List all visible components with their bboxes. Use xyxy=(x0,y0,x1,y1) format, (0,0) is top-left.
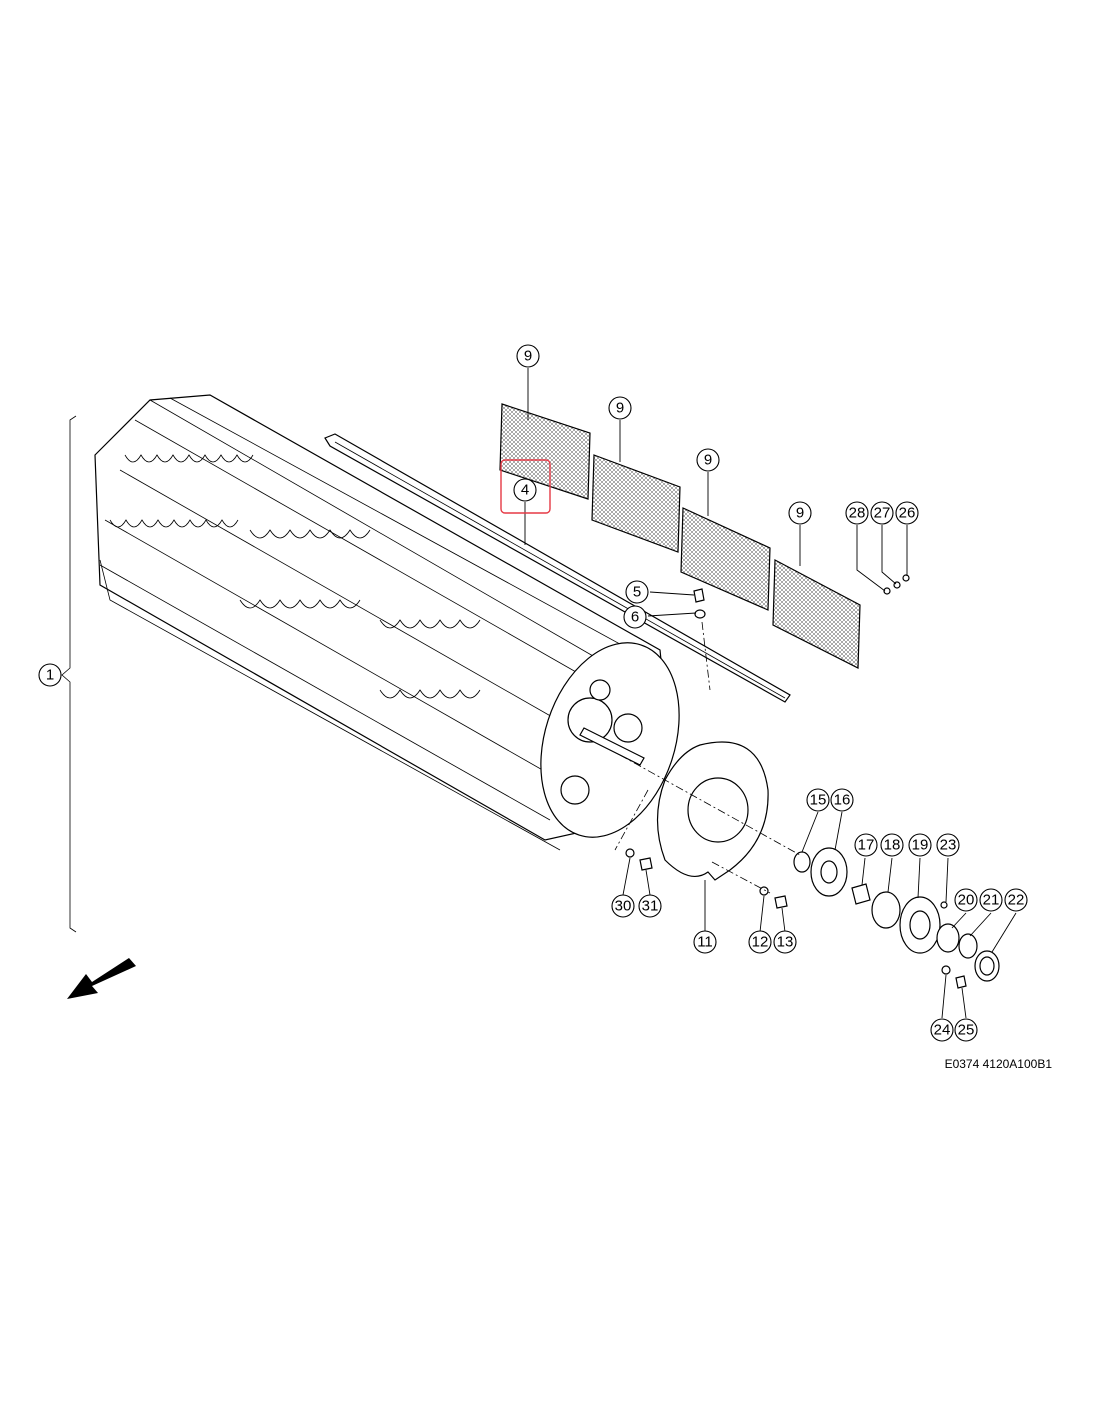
svg-text:9: 9 xyxy=(616,400,624,417)
svg-text:9: 9 xyxy=(704,452,712,469)
callout-30[interactable]: 30 xyxy=(611,894,635,918)
bearing-assembly xyxy=(793,847,1000,989)
alignment-lines xyxy=(614,621,801,894)
svg-text:15: 15 xyxy=(810,792,827,809)
callout-22[interactable]: 22 xyxy=(1004,888,1028,912)
callout-9[interactable]: 9 xyxy=(516,344,540,368)
callout-13[interactable]: 13 xyxy=(773,930,797,954)
svg-text:21: 21 xyxy=(983,892,1000,909)
callout-28[interactable]: 28 xyxy=(845,501,869,525)
callout-26[interactable]: 26 xyxy=(895,501,919,525)
arrow-down-left-icon xyxy=(67,958,136,999)
svg-text:1: 1 xyxy=(46,667,54,684)
svg-text:23: 23 xyxy=(940,837,957,854)
callout-5[interactable]: 5 xyxy=(625,580,649,604)
svg-text:11: 11 xyxy=(697,934,713,951)
highlight-box xyxy=(500,459,551,514)
drawing-reference-code: E0374 4120A100B1 xyxy=(945,1057,1053,1071)
svg-text:16: 16 xyxy=(834,792,851,809)
svg-text:4: 4 xyxy=(521,482,529,499)
svg-text:18: 18 xyxy=(884,837,901,854)
svg-text:25: 25 xyxy=(958,1022,975,1039)
callout-17[interactable]: 17 xyxy=(854,833,878,857)
rotor-drum xyxy=(94,394,680,851)
svg-text:5: 5 xyxy=(633,584,641,601)
callout-31[interactable]: 31 xyxy=(638,894,662,918)
svg-text:22: 22 xyxy=(1008,892,1025,909)
svg-text:26: 26 xyxy=(899,505,916,522)
leader-lines xyxy=(524,368,1017,1019)
svg-text:19: 19 xyxy=(912,837,929,854)
svg-text:9: 9 xyxy=(524,348,532,365)
svg-text:20: 20 xyxy=(958,892,975,909)
callout-27[interactable]: 27 xyxy=(870,501,894,525)
svg-text:28: 28 xyxy=(849,505,866,522)
rasp-bar xyxy=(324,433,791,703)
callout-6[interactable]: 6 xyxy=(623,605,647,629)
svg-text:12: 12 xyxy=(752,934,769,951)
callout-18[interactable]: 18 xyxy=(880,833,904,857)
callout-21[interactable]: 21 xyxy=(979,888,1003,912)
callout-12[interactable]: 12 xyxy=(748,930,772,954)
callout-20[interactable]: 20 xyxy=(954,888,978,912)
svg-text:9: 9 xyxy=(796,505,804,522)
svg-text:6: 6 xyxy=(631,609,639,626)
svg-text:17: 17 xyxy=(858,837,875,854)
assembly-bracket xyxy=(61,415,77,933)
callout-1[interactable]: 1 xyxy=(38,663,62,687)
callout-9[interactable]: 9 xyxy=(788,501,812,525)
svg-text:30: 30 xyxy=(615,898,632,915)
flange-plate xyxy=(656,741,769,881)
callout-4[interactable]: 4 xyxy=(513,478,537,502)
callout-9[interactable]: 9 xyxy=(608,396,632,420)
callout-16[interactable]: 16 xyxy=(830,788,854,812)
fasteners xyxy=(625,574,910,909)
callout-23[interactable]: 23 xyxy=(936,833,960,857)
callout-11[interactable]: 11 xyxy=(693,930,717,954)
callout-24[interactable]: 24 xyxy=(930,1018,954,1042)
svg-text:27: 27 xyxy=(874,505,891,522)
svg-text:13: 13 xyxy=(777,934,794,951)
svg-text:31: 31 xyxy=(642,898,659,915)
callout-25[interactable]: 25 xyxy=(954,1018,978,1042)
callout-19[interactable]: 19 xyxy=(908,833,932,857)
svg-text:24: 24 xyxy=(934,1022,951,1039)
callout-9[interactable]: 9 xyxy=(696,448,720,472)
callout-15[interactable]: 15 xyxy=(806,788,830,812)
concave-plates xyxy=(499,403,861,669)
